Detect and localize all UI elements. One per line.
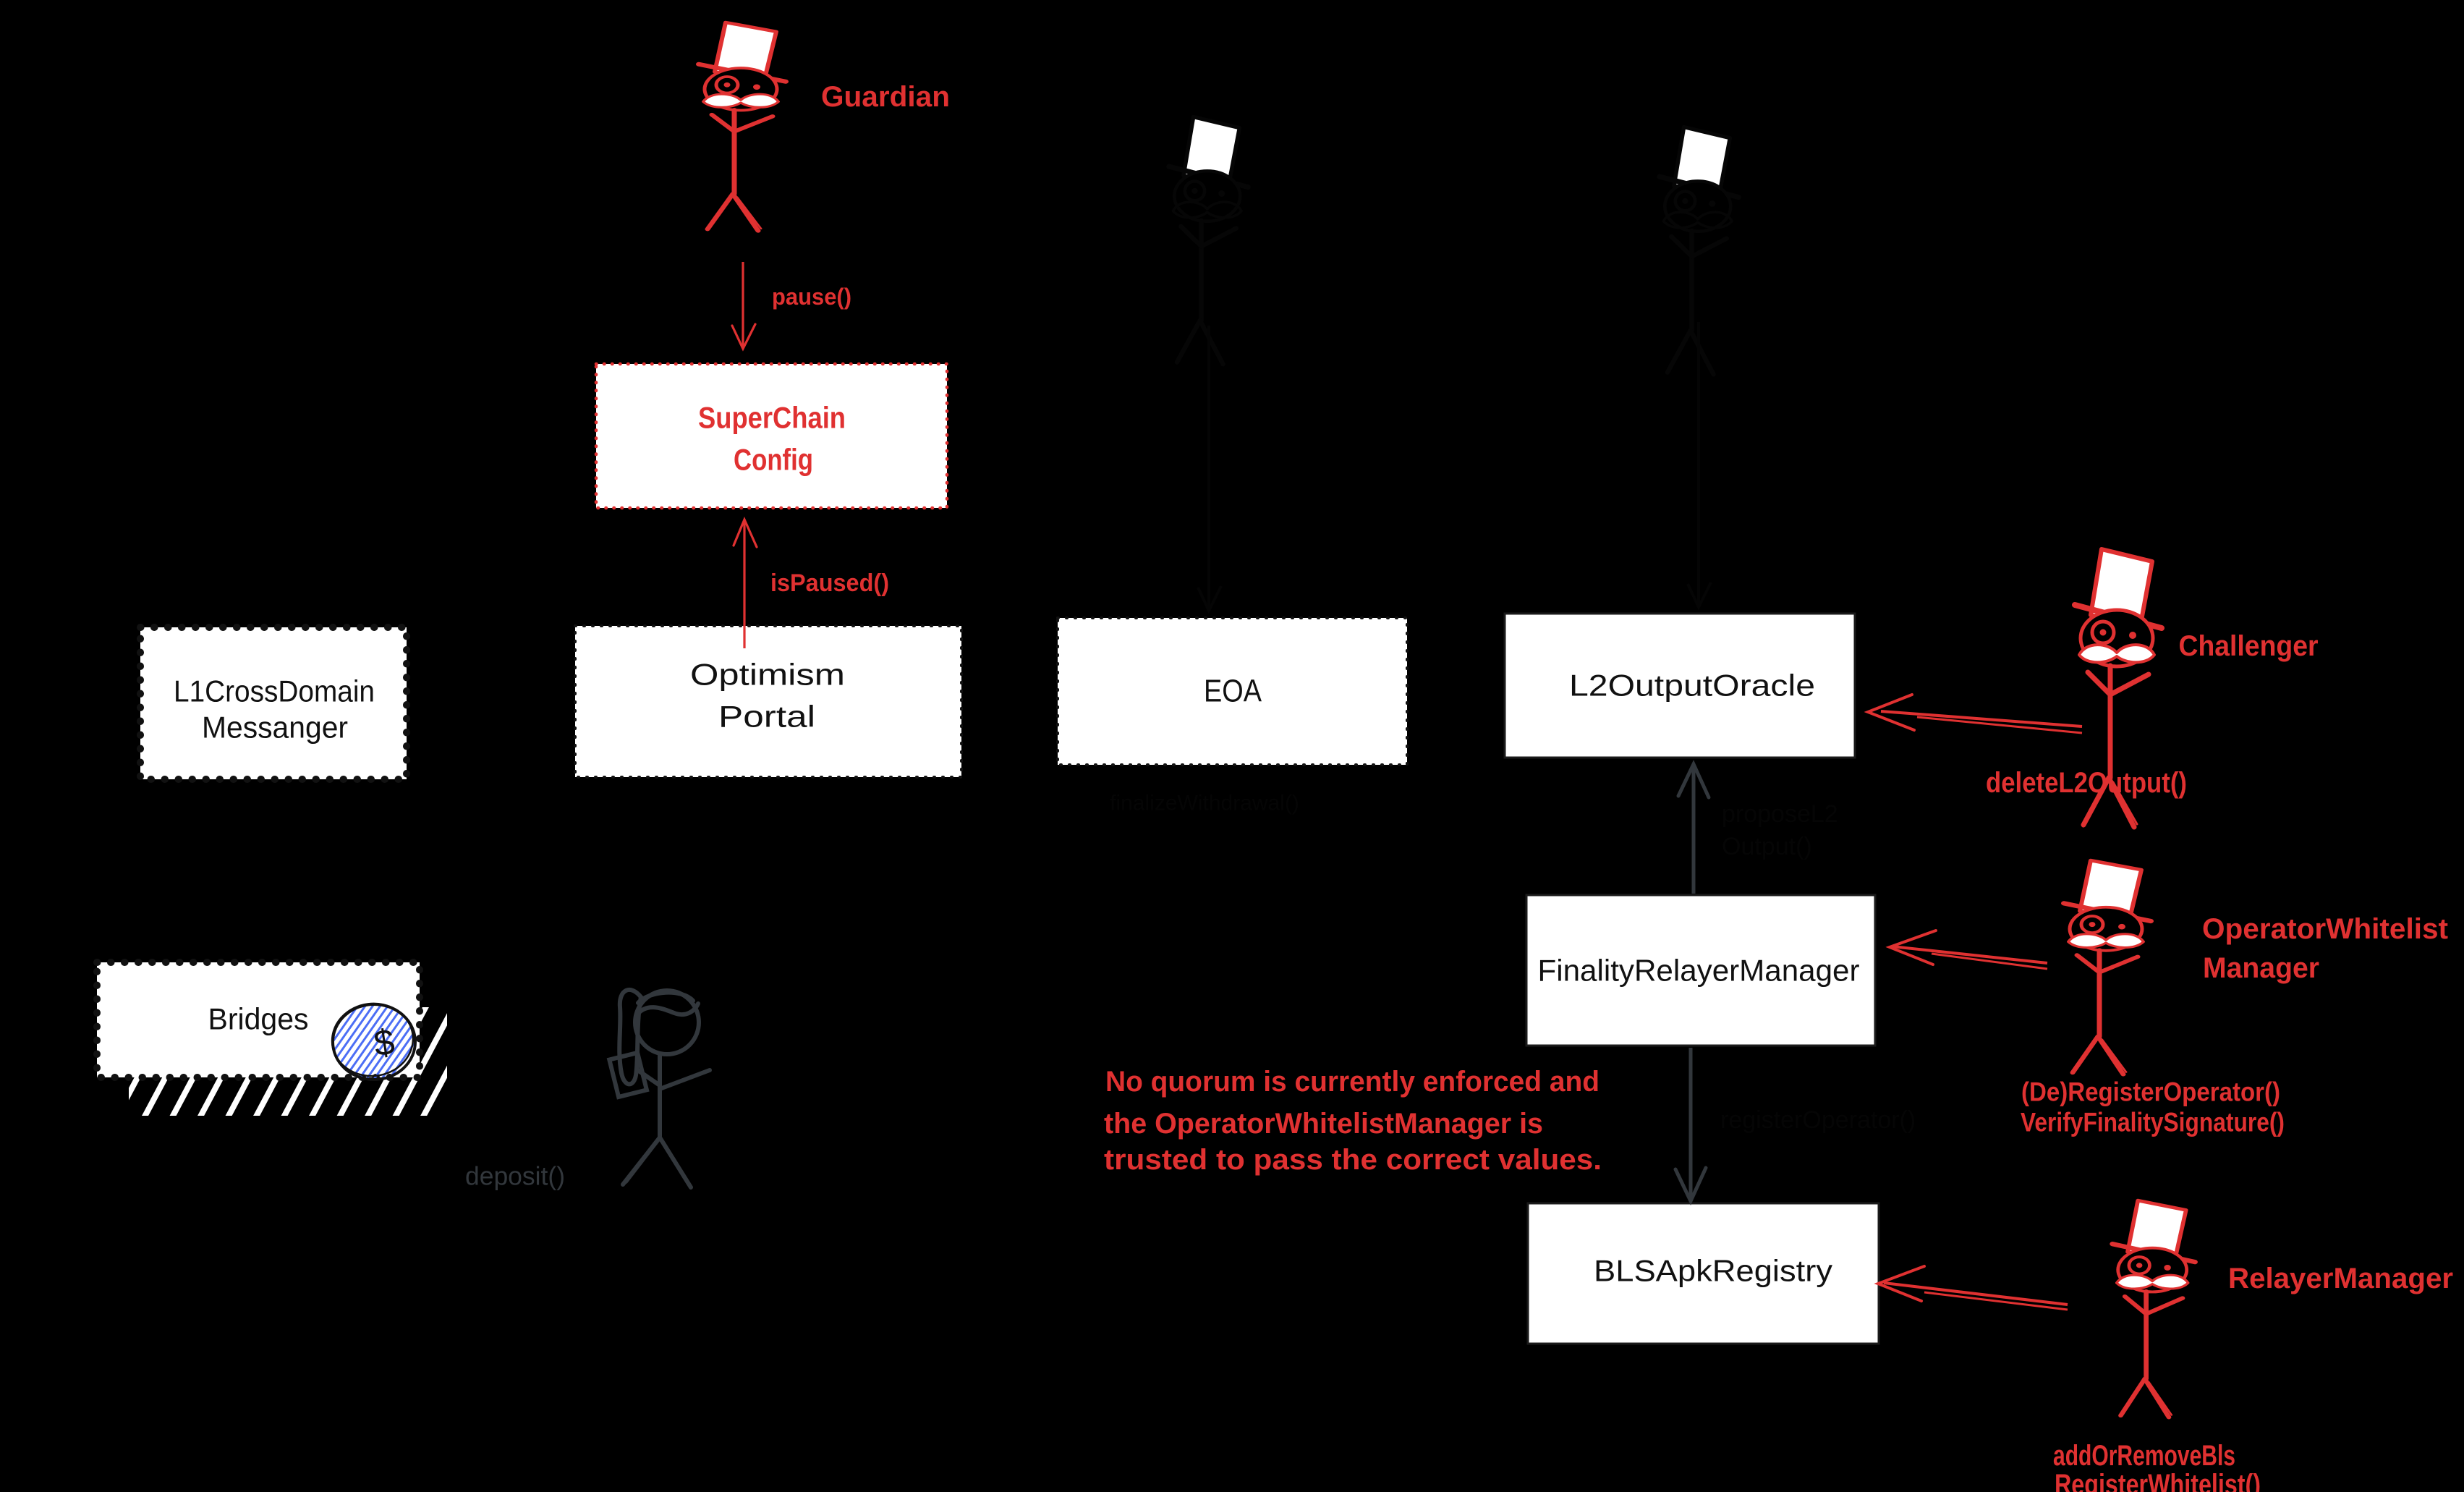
svg-text:pause(): pause() (772, 284, 851, 310)
svg-text:RelayerManager: RelayerManager (2228, 1263, 2453, 1294)
svg-text:Manager: Manager (2203, 952, 2319, 984)
svg-text:FinalityRelayerManager: FinalityRelayerManager (1538, 954, 1860, 988)
svg-text:Optimism: Optimism (690, 658, 845, 692)
svg-text:proposeL2: proposeL2 (1722, 800, 1838, 828)
svg-text:L1CrossDomain: L1CrossDomain (174, 674, 375, 708)
svg-text:registerOperator(): registerOperator() (1720, 1106, 1916, 1134)
svg-text:L2OutputOracle: L2OutputOracle (1569, 669, 1815, 703)
svg-text:VerifyFinalitySignature(): VerifyFinalitySignature() (2021, 1108, 2285, 1137)
svg-text:deposit(): deposit() (465, 1161, 565, 1191)
svg-text:OperatorWhitelist: OperatorWhitelist (2202, 913, 2448, 945)
svg-text:SuperChain: SuperChain (698, 401, 846, 435)
svg-text:isPaused(): isPaused() (770, 569, 889, 597)
svg-text:Messanger: Messanger (202, 711, 348, 745)
svg-text:Guardian: Guardian (821, 81, 950, 113)
svg-text:EOA: EOA (1204, 674, 1262, 709)
svg-text:deleteL2Output(): deleteL2Output() (1986, 767, 2187, 799)
svg-text:trusted to pass the correct va: trusted to pass the correct values. (1104, 1144, 1602, 1176)
svg-text:Bridges: Bridges (208, 1002, 309, 1036)
svg-text:the OperatorWhitelistManager i: the OperatorWhitelistManager is (1104, 1108, 1543, 1140)
svg-text:(De)RegisterOperator(): (De)RegisterOperator() (2021, 1077, 2280, 1107)
svg-text:RegisterWhitelist(): RegisterWhitelist() (2055, 1469, 2261, 1492)
svg-text:finalizeWithdrawal(): finalizeWithdrawal() (1110, 792, 1299, 815)
svg-text:Portal: Portal (718, 700, 815, 734)
svg-text:Config: Config (734, 443, 813, 477)
svg-text:Challenger: Challenger (2179, 630, 2319, 662)
svg-text:No quorum is currently enforce: No quorum is currently enforced and (1105, 1066, 1600, 1098)
svg-text:BLSApkRegistry: BLSApkRegistry (1594, 1254, 1832, 1288)
svg-text:Output(): Output() (1722, 833, 1812, 860)
svg-text:addOrRemoveBls: addOrRemoveBls (2053, 1440, 2235, 1472)
